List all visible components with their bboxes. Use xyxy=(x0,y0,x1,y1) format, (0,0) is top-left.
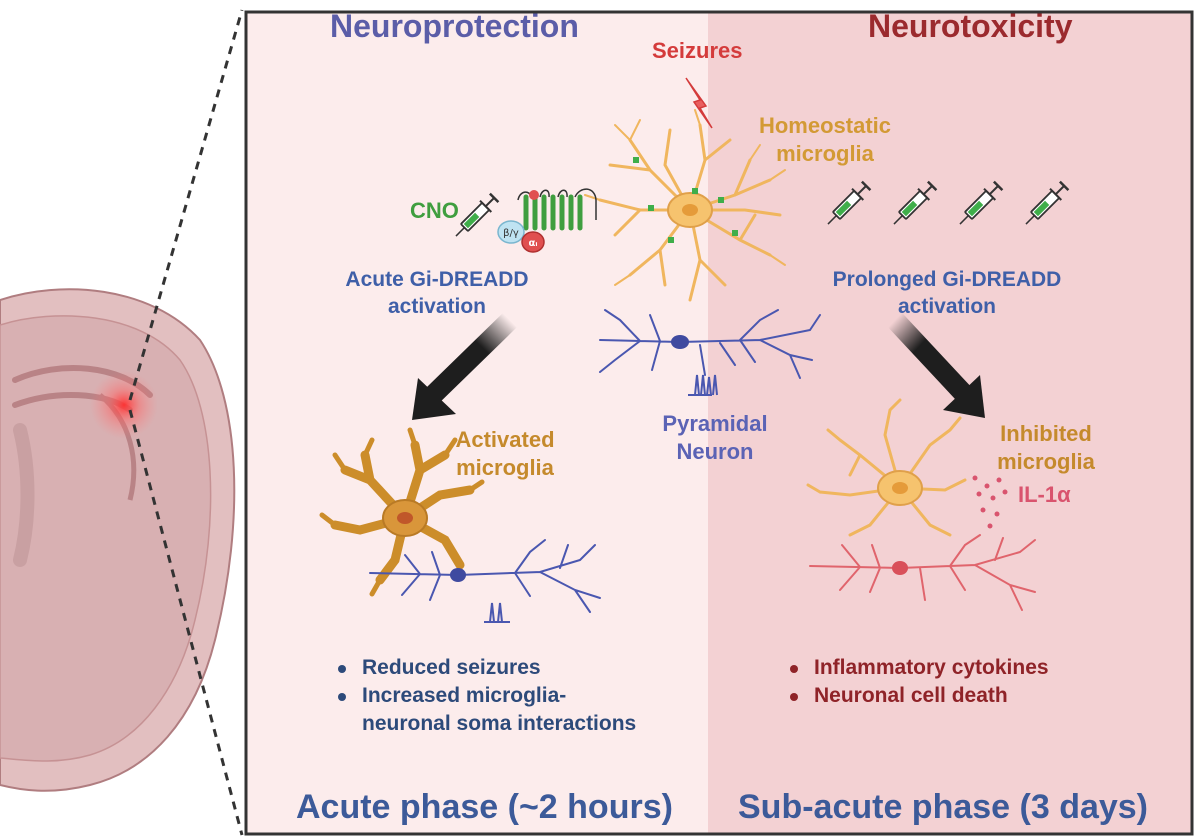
zoom-line-bottom xyxy=(128,409,244,836)
homeostatic-microglia-line-1: Homeostatic xyxy=(758,113,892,138)
activated-microglia-label: Activated microglia xyxy=(440,426,570,482)
activated-microglia-line-2: microglia xyxy=(456,455,554,480)
dying-neuron-cell xyxy=(809,534,1036,611)
inhibited-microglia-line-1: Inhibited xyxy=(1000,421,1092,446)
cno-label: CNO xyxy=(410,198,459,223)
bullet-dot xyxy=(338,665,346,673)
seizure-focus-glow xyxy=(90,371,158,439)
acute-outcome-text: neuronal soma interactions xyxy=(362,712,637,735)
zoom-line-top xyxy=(128,9,244,401)
syringe-group xyxy=(455,180,1070,237)
activated-microglia-nucleus xyxy=(397,512,413,524)
neurotoxicity-heading: Neurotoxicity xyxy=(868,8,1073,44)
gi-dreadd-receptor-icon xyxy=(497,188,597,253)
activated-microglia-line-1: Activated xyxy=(455,427,555,452)
homeostatic-microglia-cell xyxy=(584,109,786,302)
subacute-outcome-item: Inflammatory cytokines xyxy=(786,654,1049,682)
acute-activation-label: Acute Gi-DREADD activation xyxy=(322,266,552,320)
arrow-to-subacute xyxy=(887,313,985,418)
acute-outcome-text: Increased microglia- xyxy=(362,684,567,707)
inhibited-microglia-nucleus xyxy=(892,482,908,494)
inhibited-microglia-cell xyxy=(806,398,967,537)
dying-neuron-soma xyxy=(892,561,908,575)
il1a-label: IL-1α xyxy=(1018,482,1071,507)
receptor-markers xyxy=(633,157,738,243)
pyramidal-neuron-line-2: Neuron xyxy=(676,439,754,464)
acute-outcome-text: Reduced seizures xyxy=(362,656,541,679)
subacute-phase-label: Sub-acute phase (3 days) xyxy=(738,788,1149,826)
acute-activation-line-2: activation xyxy=(387,295,487,318)
acute-outcome-item: Increased microglia- xyxy=(334,682,636,710)
cytokine-release-dots xyxy=(972,475,1008,529)
prolonged-activation-line-2: activation xyxy=(897,295,997,318)
syringe-icon-prolonged xyxy=(893,180,938,225)
panel-frame xyxy=(244,10,1194,836)
inhibited-microglia-label: Inhibited microglia xyxy=(986,420,1106,476)
acute-neuron-cell xyxy=(369,539,601,613)
pyramidal-neuron-cell xyxy=(599,309,821,379)
left-panel-background xyxy=(246,12,708,834)
acute-outcome-item-continued: neuronal soma interactions xyxy=(334,710,636,738)
pyramidal-neuron-soma xyxy=(671,335,689,349)
syringe-icon-prolonged xyxy=(827,180,872,225)
subacute-outcome-text: Neuronal cell death xyxy=(814,684,1008,707)
lightning-icon xyxy=(685,77,713,129)
homeostatic-microglia-line-2: microglia xyxy=(776,141,874,166)
acute-neuron-soma xyxy=(450,568,466,582)
prolonged-activation-label: Prolonged Gi-DREADD activation xyxy=(822,266,1072,320)
syringe-icon-acute xyxy=(455,192,500,237)
pyramidal-neuron-line-1: Pyramidal xyxy=(662,411,768,436)
neuroprotection-heading: Neuroprotection xyxy=(330,8,579,44)
spike-trace-center xyxy=(688,374,718,396)
syringe-icon-prolonged xyxy=(959,180,1004,225)
acute-outcomes-list: Reduced seizures Increased microglia- ne… xyxy=(334,654,636,738)
inhibited-microglia-line-2: microglia xyxy=(997,449,1095,474)
acute-outcome-item: Reduced seizures xyxy=(334,654,636,682)
subacute-outcome-item: Neuronal cell death xyxy=(786,682,1049,710)
acute-phase-label: Acute phase (~2 hours) xyxy=(296,788,673,826)
right-panel-background xyxy=(708,12,1192,834)
homeostatic-microglia-label: Homeostatic microglia xyxy=(740,112,910,168)
spike-trace-acute xyxy=(484,602,510,623)
subacute-outcome-text: Inflammatory cytokines xyxy=(814,656,1049,679)
subacute-outcomes-list: Inflammatory cytokines Neuronal cell dea… xyxy=(786,654,1049,710)
alpha-subunit-label: αᵢ xyxy=(528,238,537,249)
acute-activation-line-1: Acute Gi-DREADD xyxy=(345,268,529,291)
bullet-dot xyxy=(338,693,346,701)
brain-section-illustration xyxy=(0,288,236,792)
seizures-label: Seizures xyxy=(652,38,743,63)
homeostatic-microglia-nucleus xyxy=(682,204,698,216)
bullet-dot xyxy=(790,665,798,673)
bullet-dot xyxy=(790,693,798,701)
syringe-icon-prolonged xyxy=(1025,180,1070,225)
beta-gamma-subunit-label: β/γ xyxy=(503,228,519,239)
pyramidal-neuron-label: Pyramidal Neuron xyxy=(650,410,780,466)
prolonged-activation-line-1: Prolonged Gi-DREADD xyxy=(832,268,1062,291)
arrow-to-acute xyxy=(412,312,517,420)
activated-microglia-cell xyxy=(319,427,485,597)
